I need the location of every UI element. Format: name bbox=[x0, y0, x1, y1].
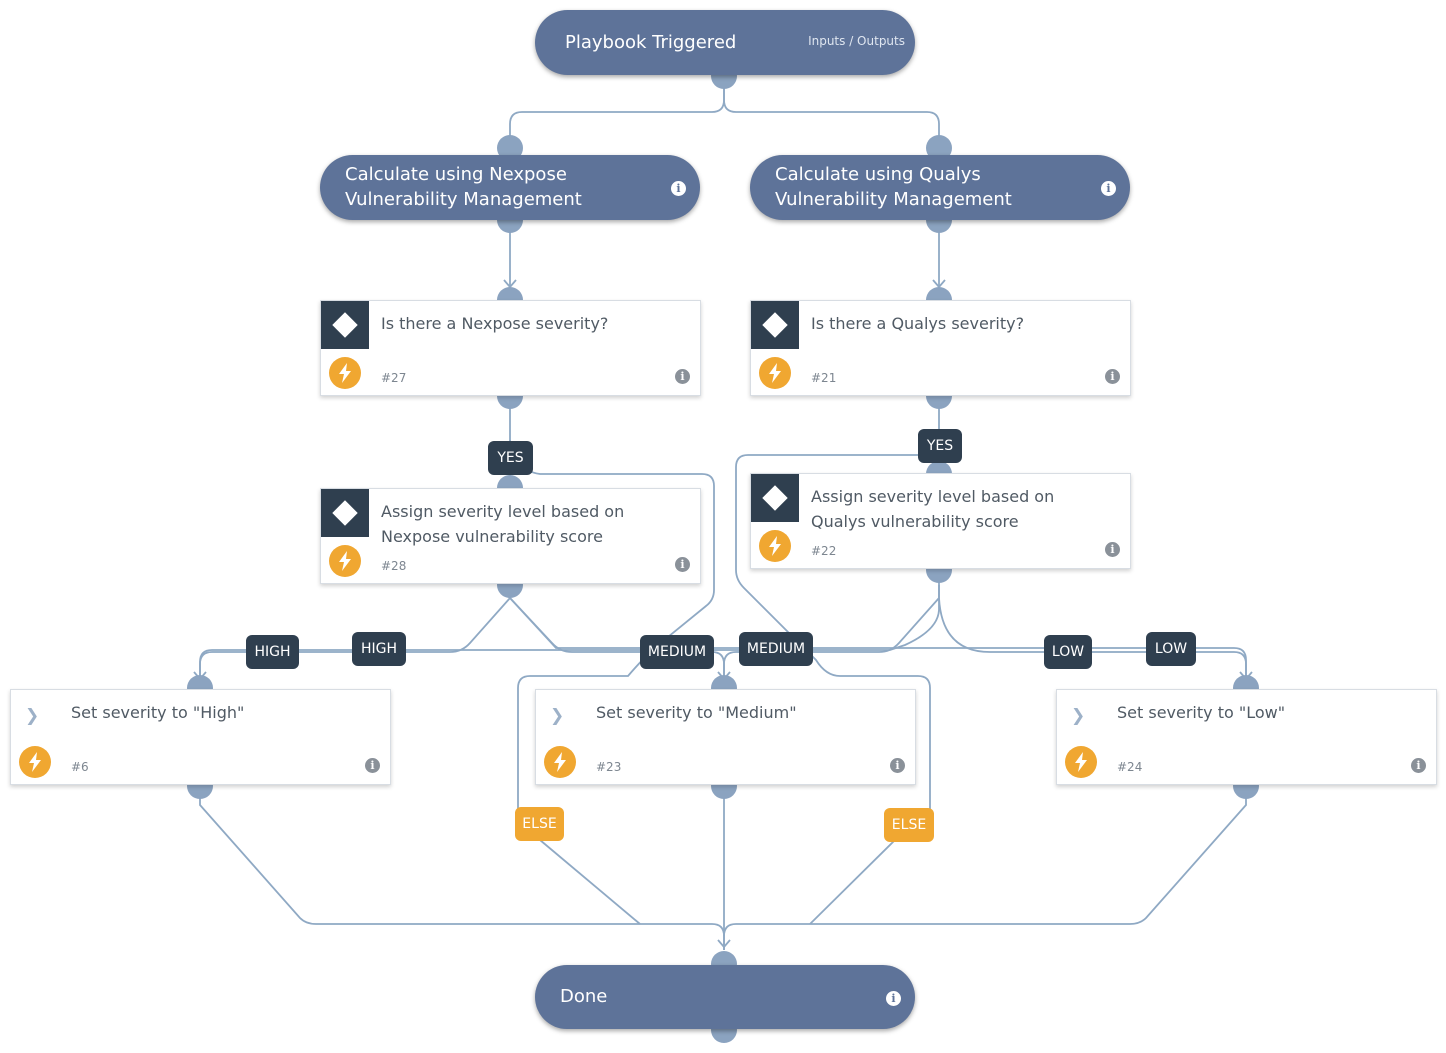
node-title-line2: Vulnerability Management bbox=[345, 189, 582, 210]
assign-nexpose-severity-condition[interactable]: Assign severity level based on Nexpose v… bbox=[320, 488, 701, 584]
info-icon[interactable]: i bbox=[1411, 758, 1426, 773]
edge-label-low[interactable]: LOW bbox=[1044, 635, 1092, 669]
task-title: Is there a Nexpose severity? bbox=[381, 314, 609, 333]
lightning-bolt-icon bbox=[544, 746, 576, 778]
done-node[interactable]: Done i bbox=[535, 965, 915, 1029]
task-id: #22 bbox=[811, 544, 837, 558]
nexpose-severity-condition[interactable]: Is there a Nexpose severity? #27 i bbox=[320, 300, 701, 396]
edge-label-yes-nexpose[interactable]: YES bbox=[488, 441, 533, 475]
task-title-line2: Qualys vulnerability score bbox=[811, 512, 1019, 531]
edge-label-else[interactable]: ELSE bbox=[884, 808, 934, 842]
task-id: #28 bbox=[381, 559, 407, 573]
lightning-bolt-icon bbox=[1065, 746, 1097, 778]
info-icon[interactable]: i bbox=[1101, 181, 1116, 196]
info-icon[interactable]: i bbox=[675, 369, 690, 384]
chevron-icon: ❯ bbox=[25, 706, 40, 726]
info-icon[interactable]: i bbox=[890, 758, 905, 773]
chevron-icon: ❯ bbox=[550, 706, 565, 726]
info-icon[interactable]: i bbox=[886, 991, 901, 1006]
lightning-bolt-icon bbox=[759, 357, 791, 389]
calculate-qualys-node[interactable]: Calculate using Qualys Vulnerability Man… bbox=[750, 155, 1130, 220]
task-title-line1: Assign severity level based on bbox=[811, 487, 1055, 506]
edge-label-medium[interactable]: MEDIUM bbox=[640, 635, 714, 669]
edge-label-yes-qualys[interactable]: YES bbox=[918, 429, 962, 463]
task-id: #23 bbox=[596, 760, 622, 774]
task-title: Is there a Qualys severity? bbox=[811, 314, 1025, 333]
task-id: #24 bbox=[1117, 760, 1143, 774]
task-id: #27 bbox=[381, 371, 407, 385]
node-title-line2: Vulnerability Management bbox=[775, 189, 1012, 210]
edge-label-else[interactable]: ELSE bbox=[515, 807, 564, 841]
info-icon[interactable]: i bbox=[1105, 369, 1120, 384]
diamond-icon bbox=[321, 489, 369, 537]
task-title: Set severity to "Medium" bbox=[596, 703, 797, 722]
node-title: Playbook Triggered bbox=[565, 32, 737, 53]
diamond-icon bbox=[751, 301, 799, 349]
task-title: Set severity to "Low" bbox=[1117, 703, 1286, 722]
node-title-line1: Calculate using Qualys bbox=[775, 164, 981, 185]
task-title-line2: Nexpose vulnerability score bbox=[381, 527, 603, 546]
lightning-bolt-icon bbox=[329, 545, 361, 577]
edge-label-low[interactable]: LOW bbox=[1146, 632, 1196, 666]
diamond-icon bbox=[321, 301, 369, 349]
task-id: #21 bbox=[811, 371, 837, 385]
set-severity-high-task[interactable]: ❯ Set severity to "High" #6 i bbox=[10, 689, 391, 785]
assign-qualys-severity-condition[interactable]: Assign severity level based on Qualys vu… bbox=[750, 473, 1131, 569]
info-icon[interactable]: i bbox=[1105, 542, 1120, 557]
set-severity-low-task[interactable]: ❯ Set severity to "Low" #24 i bbox=[1056, 689, 1437, 785]
lightning-bolt-icon bbox=[19, 746, 51, 778]
info-icon[interactable]: i bbox=[675, 557, 690, 572]
info-icon[interactable]: i bbox=[671, 181, 686, 196]
diamond-icon bbox=[751, 474, 799, 522]
lightning-bolt-icon bbox=[329, 357, 361, 389]
edge-label-high[interactable]: HIGH bbox=[246, 635, 299, 669]
lightning-bolt-icon bbox=[759, 530, 791, 562]
chevron-icon: ❯ bbox=[1071, 706, 1086, 726]
calculate-nexpose-node[interactable]: Calculate using Nexpose Vulnerability Ma… bbox=[320, 155, 700, 220]
task-title: Set severity to "High" bbox=[71, 703, 245, 722]
set-severity-medium-task[interactable]: ❯ Set severity to "Medium" #23 i bbox=[535, 689, 916, 785]
inputs-outputs-link[interactable]: Inputs / Outputs bbox=[808, 34, 905, 48]
task-title-line1: Assign severity level based on bbox=[381, 502, 625, 521]
node-title: Done bbox=[560, 986, 608, 1007]
qualys-severity-condition[interactable]: Is there a Qualys severity? #21 i bbox=[750, 300, 1131, 396]
task-id: #6 bbox=[71, 760, 89, 774]
edge-label-high[interactable]: HIGH bbox=[352, 632, 406, 666]
playbook-triggered-node[interactable]: Playbook Triggered Inputs / Outputs bbox=[535, 10, 915, 75]
edge-label-medium[interactable]: MEDIUM bbox=[739, 632, 813, 666]
info-icon[interactable]: i bbox=[365, 758, 380, 773]
node-title-line1: Calculate using Nexpose bbox=[345, 164, 567, 185]
